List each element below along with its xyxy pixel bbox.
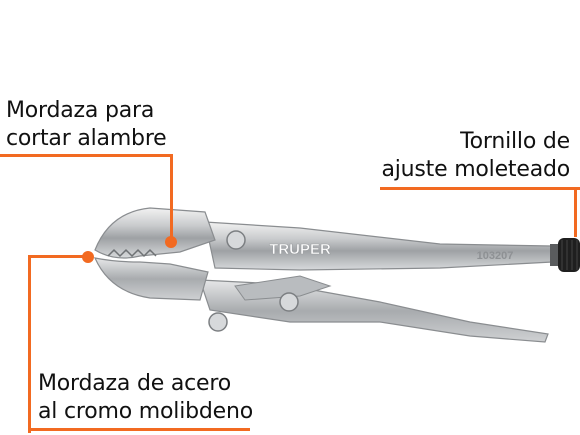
model-stamp: 103207 <box>477 250 514 262</box>
cutting-jaw-label: Mordaza para cortar alambre <box>6 97 167 153</box>
adjust-screw-leader <box>574 187 577 237</box>
upper-jaw <box>94 207 216 259</box>
chrome-jaw-underline <box>28 428 250 431</box>
chrome-jaw-leader-horizontal <box>28 255 88 258</box>
lower-rivet <box>208 312 228 332</box>
cutting-jaw-marker-dot <box>165 236 177 248</box>
chrome-jaw-label: Mordaza de acero al cromo molibdeno <box>38 370 253 426</box>
cutting-jaw-label-line1: Mordaza para <box>6 98 155 123</box>
chrome-jaw-leader-vertical <box>28 255 31 433</box>
knurled-screw <box>558 238 580 272</box>
release-lever <box>234 275 332 301</box>
cutting-jaw-underline <box>0 154 172 157</box>
jaw-teeth <box>107 248 157 258</box>
adjust-screw-label-line1: Tornillo de <box>460 129 570 154</box>
chrome-jaw-marker-dot <box>82 251 94 263</box>
adjust-screw-underline <box>380 187 580 190</box>
upper-handle <box>204 221 553 271</box>
adjust-screw-label: Tornillo de ajuste moleteado <box>381 128 570 184</box>
chrome-jaw-label-line1: Mordaza de acero <box>38 371 231 396</box>
adjust-screw-label-line2: ajuste moleteado <box>381 157 570 182</box>
cutting-jaw-label-line2: cortar alambre <box>6 126 167 151</box>
brand-stamp: TRUPER <box>269 241 331 258</box>
cutting-jaw-leader <box>170 154 173 240</box>
chrome-jaw-label-line2: al cromo molibdeno <box>38 399 253 424</box>
pivot-rivet <box>226 230 246 250</box>
knurl-lines <box>561 240 578 270</box>
lower-jaw <box>93 257 209 301</box>
lever-rivet <box>279 292 299 312</box>
